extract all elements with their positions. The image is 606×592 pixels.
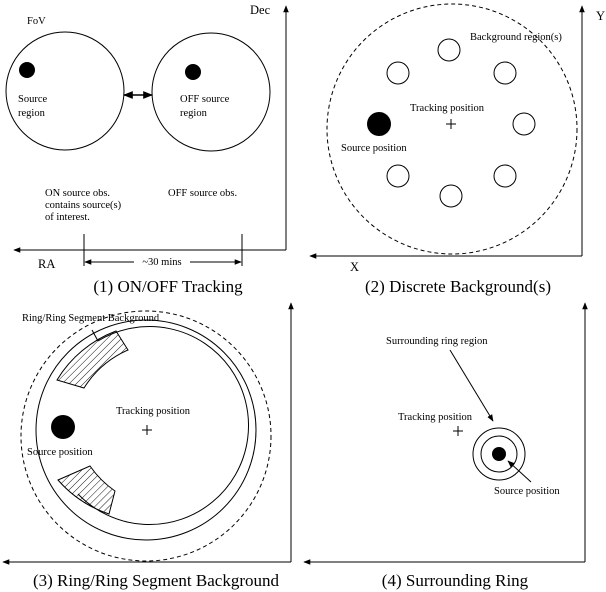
background-region [439,184,463,208]
tracking-position-cross [142,425,152,435]
off-source-dot [185,64,201,80]
on-obs-label-line3: of interest. [45,212,90,223]
inner-ring-arc [77,326,249,526]
panel-on-off-tracking: Dec RA FoV Source region OFF source regi… [5,3,289,296]
caption-panel-1: (1) ON/OFF Tracking [93,277,243,296]
inner-ring-arc-end-top [91,329,99,342]
on-obs-label-line1: ON source obs. [45,188,110,199]
source-position-label: Source position [27,447,93,458]
panel-ring-segment-background: Ring/Ring Segment Background Tracking po… [2,302,294,590]
source-dot [19,62,35,78]
off-obs-label: OFF source obs. [168,188,237,199]
fov-dashed-circle [326,3,578,255]
time-label: ~30 mins [142,257,181,268]
source-position-dot [51,415,75,439]
on-obs-label-line2: contains source(s) [45,200,122,211]
x-axis-label: X [350,260,359,274]
on-fov-circle [5,31,125,151]
source-position-label: Source position [494,486,560,497]
background-region [493,61,517,85]
source-region-label-line2: region [18,108,46,119]
source-position-label: Source position [341,143,407,154]
background-region [386,164,410,188]
caption-panel-2: (2) Discrete Background(s) [365,277,551,296]
background-region [437,38,461,62]
tracking-position-cross [453,426,463,436]
tracking-position-label: Tracking position [116,406,191,417]
hatched-ring-segment [56,330,129,389]
panel-discrete-background: Y X Background region(s) Tracking positi… [309,3,605,296]
source-position-dot [492,447,506,461]
fov-label: FoV [27,16,46,27]
y-axis-label: Y [596,9,605,23]
hatched-ring-segment [57,465,116,515]
fov-dashed-circle [20,310,272,562]
dec-axis-label: Dec [250,3,271,17]
background-region [493,164,517,188]
ra-axis-label: RA [38,257,55,271]
background-region [512,112,536,136]
off-region-label-line2: region [180,108,208,119]
off-region-label-line1: OFF source [180,94,230,105]
surrounding-ring-inner [480,435,518,473]
surrounding-ring-label: Surrounding ring region [386,336,488,347]
caption-panel-4: (4) Surrounding Ring [382,571,529,590]
off-fov-circle [151,32,271,152]
source-position-dot [367,112,391,136]
outer-ring-circle [35,319,257,541]
caption-panel-3: (3) Ring/Ring Segment Background [33,571,280,590]
background-regions-label: Background region(s) [470,32,562,43]
tracking-position-label: Tracking position [398,412,473,423]
surrounding-ring-outer [472,427,526,481]
tracking-position-cross [446,119,456,129]
ring-label-arrow [449,349,494,422]
source-region-label-line1: Source [18,94,47,105]
ring-segment-title: Ring/Ring Segment Background [22,313,160,324]
source-label-arrow [507,460,532,483]
tracking-position-label: Tracking position [410,103,485,114]
panel-surrounding-ring: Surrounding ring region Tracking positio… [303,302,588,590]
background-region [386,61,410,85]
background-regions [386,38,536,208]
